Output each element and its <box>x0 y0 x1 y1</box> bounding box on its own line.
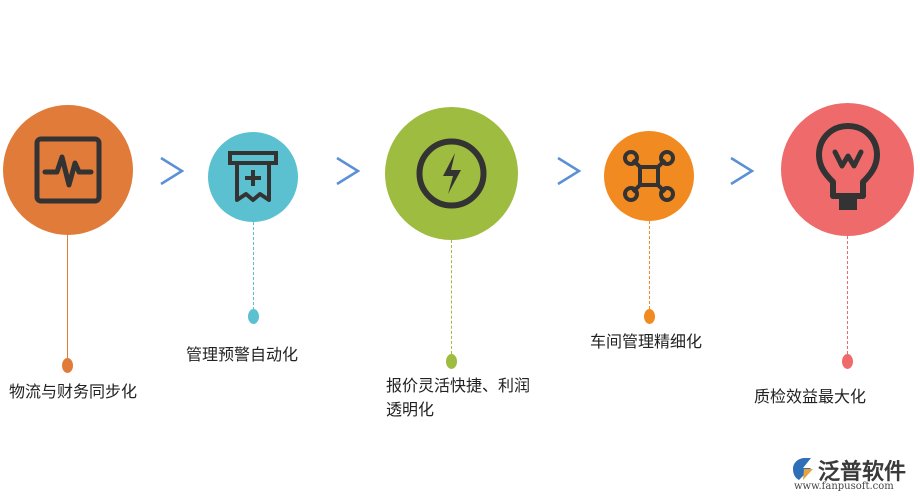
step-2-dot <box>248 309 259 324</box>
step-2-connector <box>253 222 254 310</box>
chevron-right-icon <box>557 156 582 186</box>
step-1-circle <box>3 105 133 235</box>
step-3-label: 报价灵活快捷、利润透明化 <box>386 376 531 419</box>
chevron-right-icon <box>730 156 755 186</box>
fanpu-logo-icon <box>793 458 813 480</box>
step-1-dot <box>62 358 73 373</box>
step-5-dot <box>842 354 853 369</box>
step-4-dot <box>644 309 655 324</box>
chevron-right-icon <box>336 156 361 186</box>
lightning-icon <box>416 138 487 209</box>
receipt-plus-icon <box>228 151 278 202</box>
drone-icon <box>623 150 675 202</box>
step-4-label: 车间管理精细化 <box>590 332 703 351</box>
chevron-right-icon <box>160 156 185 186</box>
step-1-label: 物流与财务同步化 <box>9 382 138 401</box>
step-4-circle <box>604 131 694 221</box>
step-3-dot <box>446 354 457 369</box>
pulse-monitor-icon <box>34 136 102 204</box>
step-4-connector <box>649 221 650 309</box>
logo-name: 泛普软件 <box>818 460 907 485</box>
lightbulb-icon <box>816 123 880 210</box>
step-5-label: 质检效益最大化 <box>754 387 867 406</box>
step-3-connector <box>451 240 452 354</box>
step-5-connector <box>847 236 848 354</box>
step-1-connector <box>67 235 68 358</box>
logo-url: www.fanpusoft.com <box>794 481 894 492</box>
step-2-label: 管理预警自动化 <box>186 345 299 364</box>
